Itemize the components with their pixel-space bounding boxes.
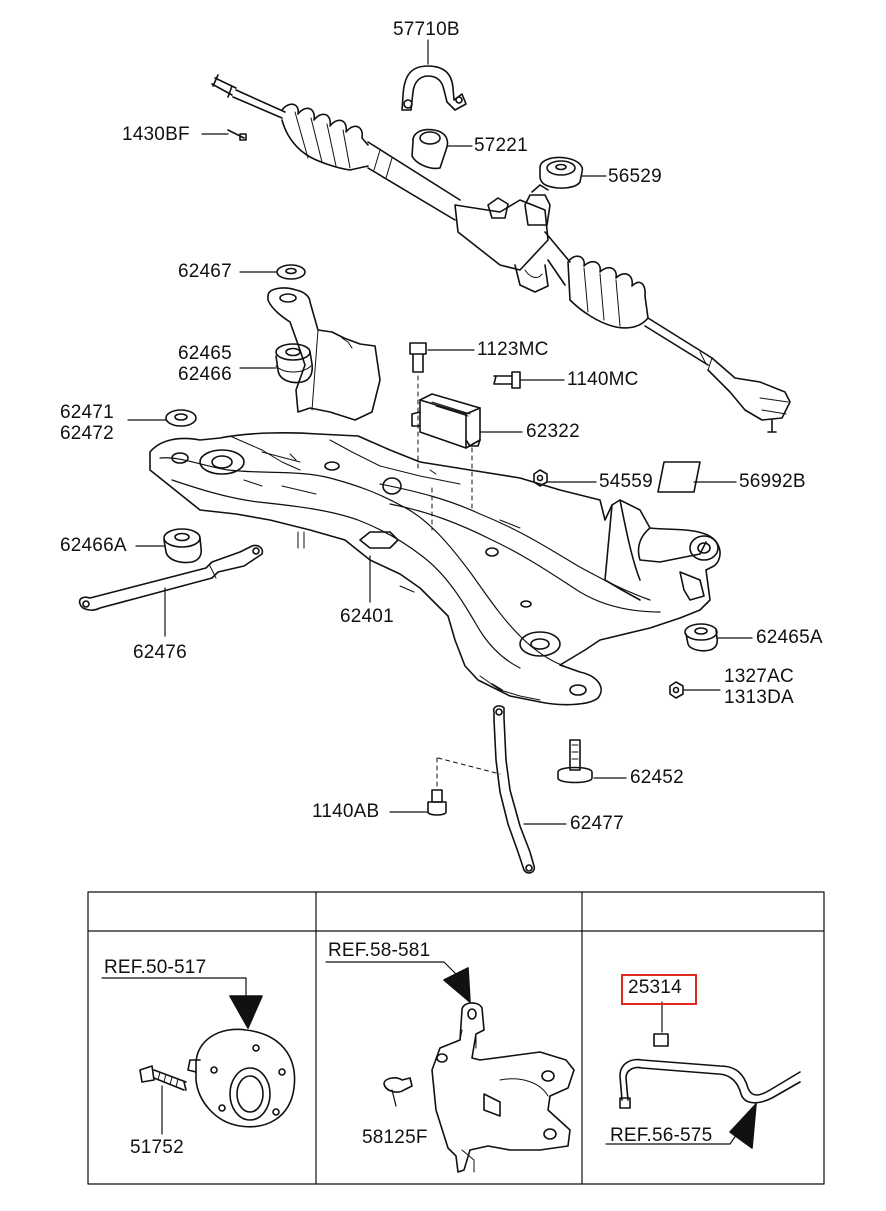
ref-label-58-581: REF.58-581 <box>328 940 431 961</box>
bolt-1140AB <box>427 757 501 816</box>
part-label-25314: 25314 <box>628 977 682 998</box>
part-label-62401: 62401 <box>340 606 394 627</box>
washer-56529 <box>539 156 584 189</box>
nut-1327AC <box>669 681 684 699</box>
part-label-62466: 62466 <box>178 364 232 385</box>
bracket-62322 <box>411 393 481 531</box>
part-label-62452: 62452 <box>630 767 684 788</box>
part-label-62322: 62322 <box>526 421 580 442</box>
washer-62467 <box>276 264 306 280</box>
clamp-57710B <box>401 65 467 111</box>
part-label-62476: 62476 <box>133 642 187 663</box>
leader-lines <box>127 39 753 825</box>
part-label-62466A: 62466A <box>60 535 127 556</box>
washer-62471 <box>165 409 197 427</box>
bushing-62465 <box>275 343 314 384</box>
part-label-62472: 62472 <box>60 423 114 444</box>
label-plate-56992B <box>657 461 701 493</box>
part-label-57710B: 57710B <box>393 19 460 40</box>
part-label-56992B: 56992B <box>739 471 806 492</box>
part-label-62465: 62465 <box>178 343 232 364</box>
highlight-box <box>621 974 697 1005</box>
part-label-1313DA: 1313DA <box>724 687 794 708</box>
part-label-51752: 51752 <box>130 1137 184 1158</box>
bushing-57221 <box>411 128 449 170</box>
crossmember-62401 <box>149 287 721 706</box>
hub-assembly <box>101 977 296 1135</box>
part-label-1430BF: 1430BF <box>122 124 190 145</box>
part-label-57221: 57221 <box>474 135 528 156</box>
part-label-1123MC: 1123MC <box>477 339 549 360</box>
bolt-62452 <box>557 739 593 784</box>
ref-label-50-517: REF.50-517 <box>104 957 207 978</box>
ref-label-56-575: REF.56-575 <box>610 1125 713 1146</box>
bolt-1140MC <box>493 371 521 389</box>
bushing-62466A <box>163 528 203 564</box>
part-label-1327AC: 1327AC <box>724 666 794 687</box>
bolt-1123MC <box>409 342 427 469</box>
stay-62476 <box>78 544 264 611</box>
reference-table <box>87 891 825 1185</box>
part-label-62477: 62477 <box>570 813 624 834</box>
part-label-54559: 54559 <box>599 471 653 492</box>
bolt-1430BF <box>227 129 247 141</box>
part-label-56529: 56529 <box>608 166 662 187</box>
stay-62477 <box>492 705 536 874</box>
steering-rack <box>211 74 791 433</box>
caliper-assembly <box>325 961 575 1173</box>
part-label-62465A: 62465A <box>756 627 823 648</box>
bushing-62465A <box>684 623 719 652</box>
stabilizer-bar <box>605 1001 801 1149</box>
part-label-62467: 62467 <box>178 261 232 282</box>
part-label-58125F: 58125F <box>362 1127 428 1148</box>
part-label-1140AB: 1140AB <box>312 801 380 822</box>
part-label-1140MC: 1140MC <box>567 369 639 390</box>
part-label-62471: 62471 <box>60 402 114 423</box>
